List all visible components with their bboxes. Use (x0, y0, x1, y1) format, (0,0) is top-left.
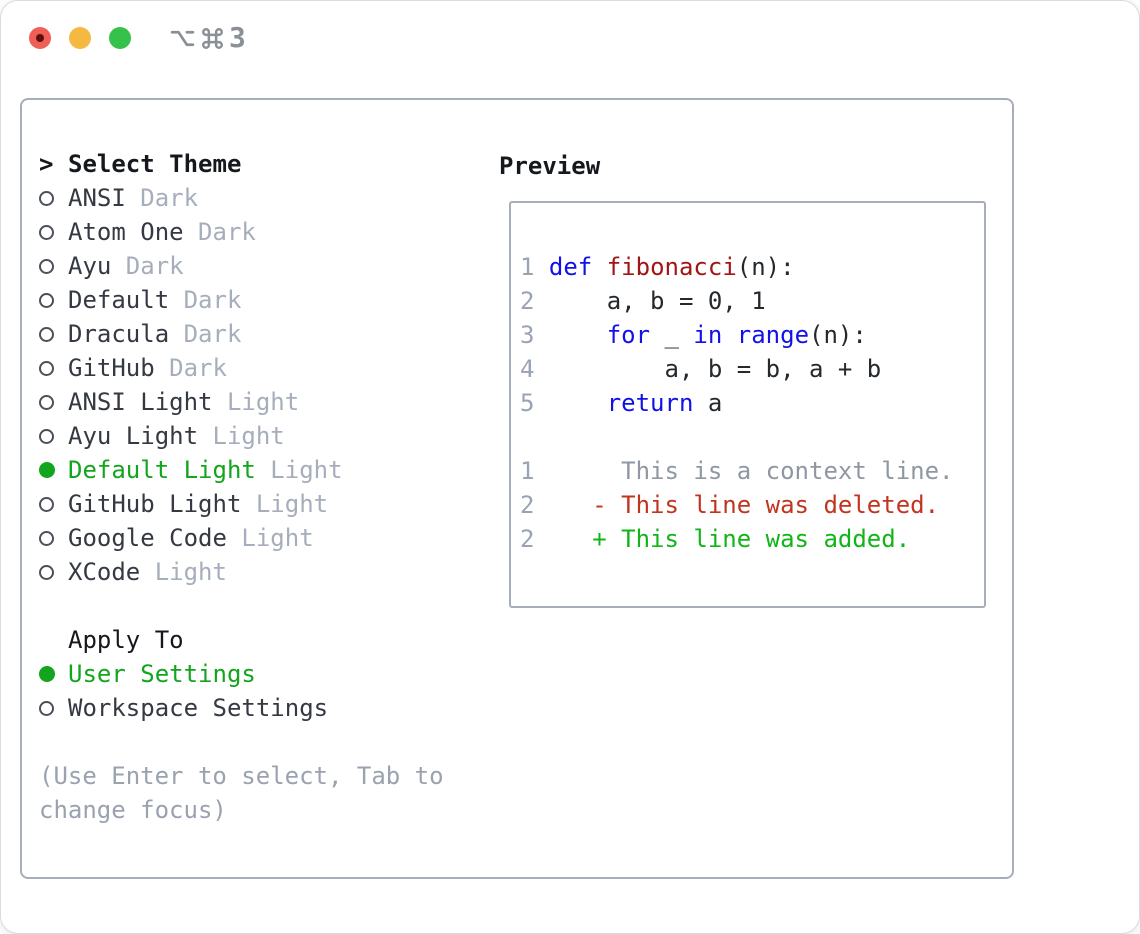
theme-option[interactable]: ANSI Light Light (39, 385, 444, 419)
theme-option[interactable]: Default Light Light (39, 453, 444, 487)
code-line: 2 a, b = 0, 1 (520, 287, 766, 315)
radio-unselected-icon (39, 258, 68, 274)
theme-option-variant: Light (241, 490, 329, 518)
code-line (520, 420, 984, 454)
theme-list-title: > Select Theme (39, 147, 444, 181)
command-icon (202, 27, 223, 49)
theme-option-variant: Dark (169, 286, 242, 314)
theme-option-name: Dracula (68, 320, 170, 348)
theme-option-name: ANSI Light (68, 388, 213, 416)
shortcut-number: 3 (229, 21, 246, 54)
line-number: 2 (520, 287, 549, 315)
theme-option-variant: Dark (169, 320, 242, 348)
radio-unselected-icon (39, 428, 68, 444)
radio-unselected-icon (39, 360, 68, 376)
theme-option-variant: Light (140, 558, 227, 586)
theme-option-name: Ayu Light (68, 422, 199, 450)
line-number: 2 (520, 491, 549, 519)
theme-option[interactable]: Atom One Dark (39, 215, 444, 249)
theme-option[interactable]: GitHub Dark (39, 351, 444, 385)
theme-option[interactable]: XCode Light (39, 555, 444, 589)
zoom-button[interactable] (109, 27, 131, 49)
theme-option-name: Default (68, 286, 170, 314)
theme-option-variant: Light (226, 524, 314, 552)
theme-option-variant: Dark (154, 354, 227, 382)
code-line: 1 This is a context line. (520, 457, 954, 485)
theme-option-variant: Dark (125, 184, 199, 212)
code-line: 2 + This line was added. (520, 525, 911, 553)
help-text: (Use Enter to select, Tab to (39, 762, 444, 790)
code-line: 5 return a (520, 389, 723, 417)
preview-title: Preview (499, 152, 601, 180)
line-number: 1 (520, 457, 549, 485)
radio-unselected-icon (39, 224, 68, 240)
theme-option[interactable]: Default Dark (39, 283, 444, 317)
theme-option-name: Google Code (68, 524, 227, 552)
spacer-row (39, 589, 444, 623)
theme-option[interactable]: ANSI Dark (39, 181, 444, 215)
theme-option-name: ANSI (68, 184, 126, 212)
radio-unselected-icon (39, 394, 68, 410)
window-shortcut-label: 3 (169, 23, 246, 53)
theme-option-variant: Light (198, 422, 285, 450)
theme-option-name: XCode (68, 558, 141, 586)
theme-option-variant: Dark (111, 252, 184, 280)
radio-unselected-icon (39, 496, 68, 512)
line-number: 4 (520, 355, 549, 383)
cursor-icon: > (39, 150, 54, 178)
theme-option[interactable]: Ayu Dark (39, 249, 444, 283)
option-icon (170, 30, 195, 46)
theme-option[interactable]: GitHub Light Light (39, 487, 444, 521)
preview-box: 1 def fibonacci(n): 2 a, b = 0, 1 3 for _ … (509, 201, 986, 608)
close-button[interactable] (29, 27, 51, 49)
apply-to-title: Apply To (68, 626, 184, 654)
radio-selected-icon (39, 666, 68, 682)
theme-option-name: GitHub (68, 354, 155, 382)
radio-unselected-icon (39, 292, 68, 308)
apply-to-option-label: Workspace Settings (68, 694, 329, 722)
theme-option-name: Default Light (68, 456, 256, 484)
theme-option[interactable]: Ayu Light Light (39, 419, 444, 453)
radio-unselected-icon (39, 564, 68, 580)
apply-to-option[interactable]: User Settings (39, 657, 444, 691)
radio-unselected-icon (39, 190, 68, 206)
theme-option[interactable]: Dracula Dark (39, 317, 444, 351)
page-title: Select Theme (68, 150, 242, 178)
theme-option-variant: Light (212, 388, 300, 416)
help-text: change focus) (39, 796, 227, 824)
code-line: 4 a, b = b, a + b (520, 355, 882, 383)
preview-code: 1 def fibonacci(n): 2 a, b = 0, 1 3 for _ … (511, 203, 984, 556)
line-number: 3 (520, 321, 549, 349)
theme-option-name: Atom One (68, 218, 184, 246)
minimize-button[interactable] (69, 27, 91, 49)
radio-unselected-icon (39, 700, 68, 716)
line-number: 1 (520, 253, 549, 281)
spacer-row (39, 725, 444, 759)
apply-to-option[interactable]: Workspace Settings (39, 691, 444, 725)
line-number: 2 (520, 525, 549, 553)
theme-option-name: GitHub Light (68, 490, 242, 518)
theme-option-variant: Light (255, 456, 343, 484)
code-line: 2 - This line was deleted. (520, 491, 940, 519)
radio-unselected-icon (39, 530, 68, 546)
theme-option[interactable]: Google Code Light (39, 521, 444, 555)
code-line: 1 def fibonacci(n): (520, 253, 795, 281)
theme-option-variant: Dark (183, 218, 256, 246)
radio-selected-icon (39, 462, 68, 478)
apply-to-option-label: User Settings (68, 660, 256, 688)
theme-option-name: Ayu (68, 252, 112, 280)
line-number: 5 (520, 389, 549, 417)
radio-unselected-icon (39, 326, 68, 342)
code-line: 3 for _ in range(n): (520, 321, 867, 349)
